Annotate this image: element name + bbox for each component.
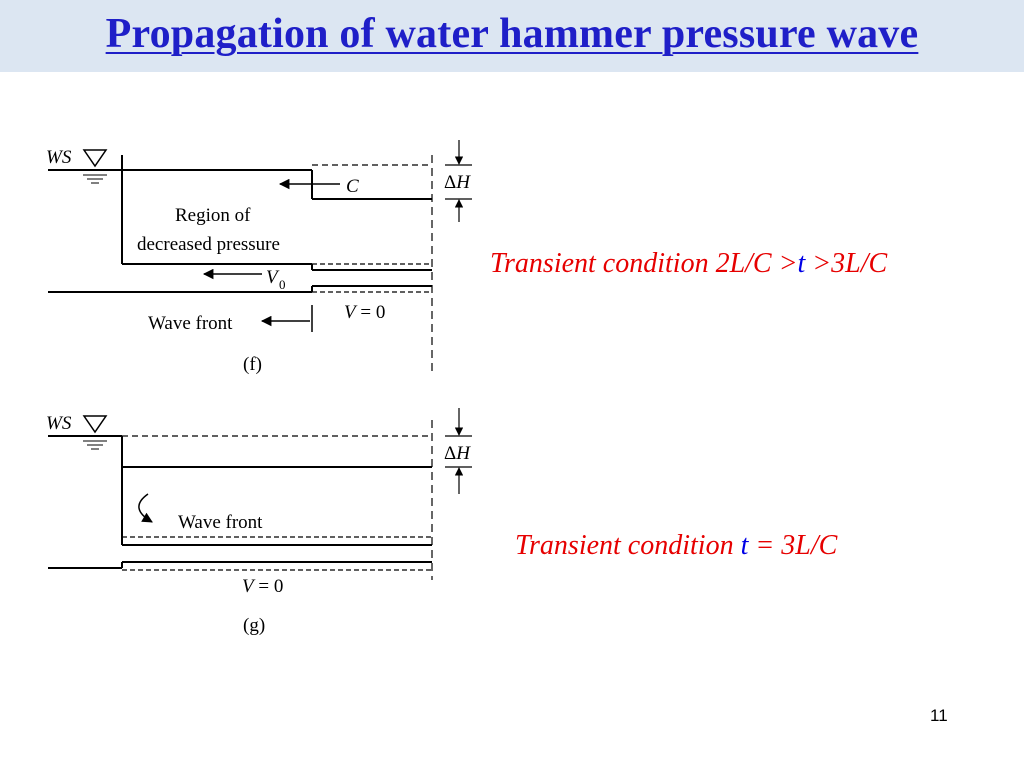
diagram-g bbox=[48, 408, 472, 580]
slide-title: Propagation of water hammer pressure wav… bbox=[105, 11, 919, 57]
delta-h-label: ΔH bbox=[444, 172, 471, 193]
condition-prefix: Transient condition bbox=[515, 530, 741, 561]
condition-suffix: = 3L/C bbox=[748, 530, 838, 561]
delta-h-label: ΔH bbox=[444, 443, 471, 464]
region-label-line2: decreased pressure bbox=[137, 234, 280, 255]
transient-condition-f: Transient condition 2L/C >t >3L/C bbox=[490, 248, 887, 280]
diagram-f bbox=[48, 140, 472, 375]
condition-time-symbol: t bbox=[797, 248, 806, 279]
wave-front-curved-arrow-icon bbox=[138, 493, 153, 523]
wave-front-label: Wave front bbox=[148, 313, 233, 334]
v-zero-label: V = 0 bbox=[242, 576, 283, 597]
diagram-f-labels: WS C Region of decreased pressure V 0 Wa… bbox=[46, 147, 471, 375]
figure-caption: (f) bbox=[243, 354, 262, 375]
v0-subscript: 0 bbox=[279, 277, 286, 292]
page-number: 11 bbox=[930, 706, 948, 725]
condition-time-symbol: t bbox=[740, 530, 749, 561]
transient-condition-g: Transient condition t = 3L/C bbox=[515, 530, 837, 562]
ws-label: WS bbox=[46, 413, 72, 434]
ws-label: WS bbox=[46, 147, 72, 168]
region-label-line1: Region of bbox=[175, 205, 251, 226]
c-label: C bbox=[346, 176, 359, 197]
figure-caption: (g) bbox=[243, 615, 265, 636]
condition-suffix: >3L/C bbox=[805, 248, 888, 279]
v-zero-label: V = 0 bbox=[344, 302, 385, 323]
ws-triangle-icon bbox=[82, 415, 108, 434]
condition-prefix: Transient condition 2L/C > bbox=[490, 248, 798, 279]
ws-triangle-icon bbox=[82, 149, 108, 168]
v0-label: V bbox=[266, 267, 280, 288]
title-bar bbox=[0, 0, 1024, 72]
diagram-g-labels: WS ΔH Wave front V = 0 (g) bbox=[46, 413, 471, 636]
wave-front-label: Wave front bbox=[178, 512, 263, 533]
